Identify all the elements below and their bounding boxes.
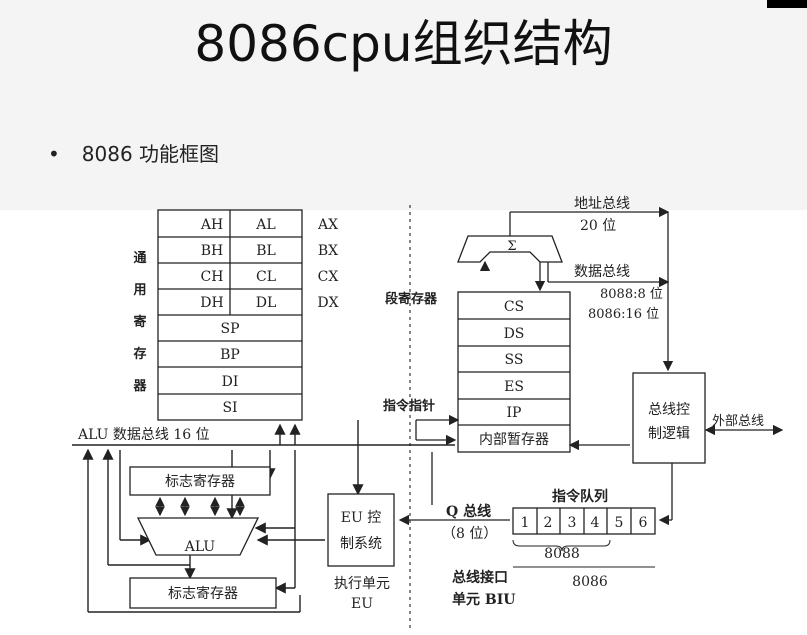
segment-label: 段寄存器 xyxy=(385,291,438,307)
seg-cs: CS xyxy=(504,299,524,315)
q-bus-label: Q 总线 xyxy=(446,503,491,520)
data-bus-8088: 8088:8 位 xyxy=(600,287,663,302)
eu-control-box xyxy=(327,493,395,567)
adder-sigma xyxy=(457,235,563,263)
queue-cell-1: 1 xyxy=(521,515,530,531)
seg-ip: IP xyxy=(507,405,522,421)
biu-label-2: 单元 BIU xyxy=(452,591,515,608)
reg-cx: CX xyxy=(318,269,339,285)
queue-cell-5: 5 xyxy=(615,515,624,531)
data-bus-8086: 8086:16 位 xyxy=(588,307,659,322)
queue-cell-3: 3 xyxy=(568,515,577,531)
reg-dx: DX xyxy=(317,295,338,311)
eu-control-line-2: 制系统 xyxy=(340,536,382,552)
queue-title: 指令队列 xyxy=(552,488,608,505)
group-char-3: 寄 xyxy=(133,314,146,330)
alu-label: ALU xyxy=(184,539,216,555)
reg-ah: AH xyxy=(200,217,223,233)
seg-temp: 内部暂存器 xyxy=(479,432,549,448)
instruction-queue xyxy=(512,507,656,535)
address-bus-width: 20 位 xyxy=(580,218,616,234)
biu-label-1: 总线接口 xyxy=(452,569,508,586)
flags-register-top xyxy=(129,466,271,496)
reg-sp: SP xyxy=(220,321,239,337)
flags-top-label: 标志寄存器 xyxy=(165,473,235,490)
group-char-2: 用 xyxy=(132,283,146,298)
seg-ss: SS xyxy=(505,352,524,368)
seg-ds: DS xyxy=(504,326,525,342)
external-bus-label: 外部总线 xyxy=(712,414,764,429)
group-char-5: 器 xyxy=(132,379,147,394)
queue-cell-2: 2 xyxy=(544,515,553,531)
flags-register-bottom xyxy=(129,577,277,609)
bullet-item: • 8086 功能框图 xyxy=(48,138,219,167)
eu-label-1: 执行单元 xyxy=(334,576,390,592)
queue-8088-label: 8088 xyxy=(544,546,580,562)
reg-ch: CH xyxy=(201,269,224,285)
reg-bh: BH xyxy=(201,243,224,259)
seg-es: ES xyxy=(504,379,524,395)
sigma-label: Σ xyxy=(507,239,516,254)
slide-title: 8086cpu组织结构 xyxy=(194,15,613,73)
address-bus-label: 地址总线 xyxy=(574,196,630,212)
reg-di: DI xyxy=(222,374,239,390)
reg-dh: DH xyxy=(200,295,223,311)
flags-bottom-label: 标志寄存器 xyxy=(168,585,238,602)
queue-cell-4: 4 xyxy=(591,515,600,531)
reg-al: AL xyxy=(255,217,275,233)
reg-dl: DL xyxy=(256,295,277,311)
reg-bp: BP xyxy=(220,347,240,363)
bus-control-box xyxy=(632,372,706,464)
ip-pointer-label: 指令指针 xyxy=(383,398,435,414)
reg-cl: CL xyxy=(256,269,276,285)
queue-cell-6: 6 xyxy=(639,515,648,531)
reg-ax: AX xyxy=(317,217,338,233)
eu-control-line-1: EU 控 xyxy=(341,510,381,526)
eu-label-2: EU xyxy=(351,596,373,612)
alu-bus-label: ALU 数据总线 16 位 xyxy=(77,427,210,443)
reg-bx: BX xyxy=(318,243,338,259)
title-band xyxy=(0,0,807,210)
reg-bl: BL xyxy=(256,243,276,259)
corner-mark xyxy=(767,0,807,8)
bus-control-line-1: 总线控 xyxy=(648,402,690,418)
group-char-1: 通 xyxy=(133,250,146,266)
data-bus-label: 数据总线 xyxy=(574,264,630,280)
group-char-4: 存 xyxy=(133,346,146,362)
q-bus-width: （8 位） xyxy=(442,526,497,542)
alu-unit xyxy=(136,517,260,556)
queue-8086-label: 8086 xyxy=(572,574,608,590)
bus-control-line-2: 制逻辑 xyxy=(648,426,690,442)
bullet-text: 8086 功能框图 xyxy=(81,142,220,166)
bullet-dot: • xyxy=(48,142,60,166)
general-registers xyxy=(157,209,303,421)
reg-si: SI xyxy=(222,400,237,416)
